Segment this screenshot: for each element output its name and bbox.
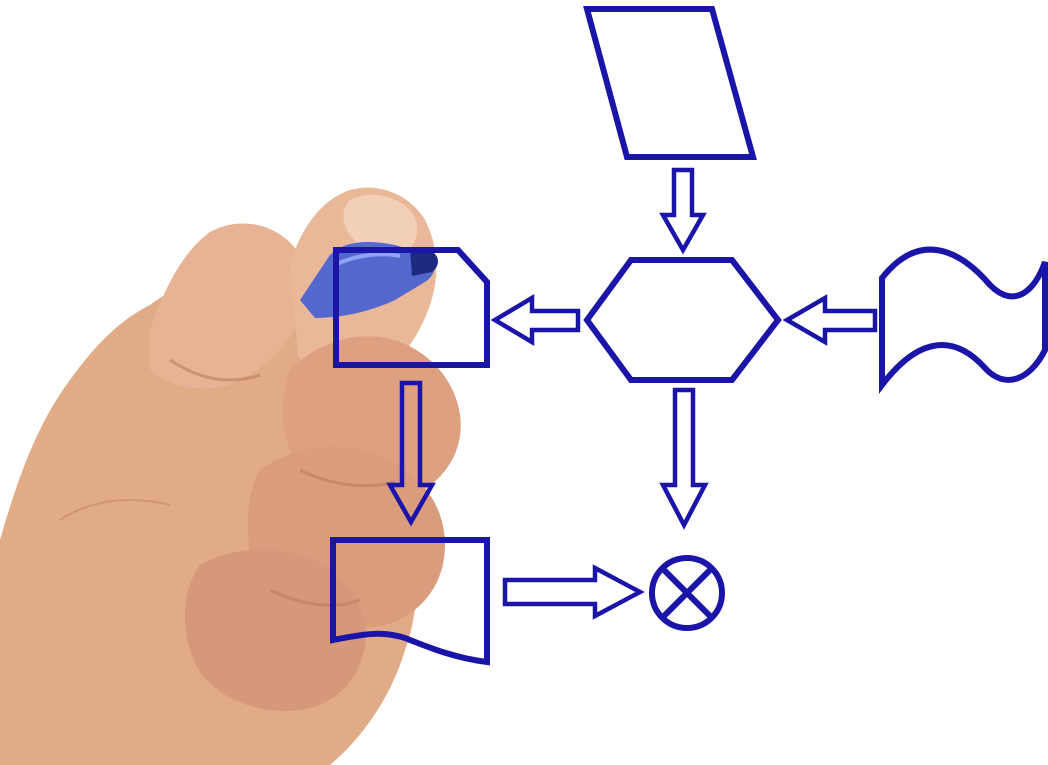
hand-holding-marker — [0, 188, 461, 765]
arrow-hexagon-to-card — [495, 298, 578, 342]
arrow-document-to-junction — [505, 568, 640, 616]
arrow-hexagon-to-junction — [663, 390, 705, 525]
input-parallelogram — [587, 9, 753, 157]
arrow-input-to-hexagon — [663, 170, 703, 250]
arrow-tape-to-hexagon — [787, 298, 875, 342]
preparation-hexagon — [587, 260, 778, 380]
summing-junction — [652, 558, 722, 628]
punched-tape — [882, 250, 1045, 385]
arrows — [390, 170, 875, 616]
